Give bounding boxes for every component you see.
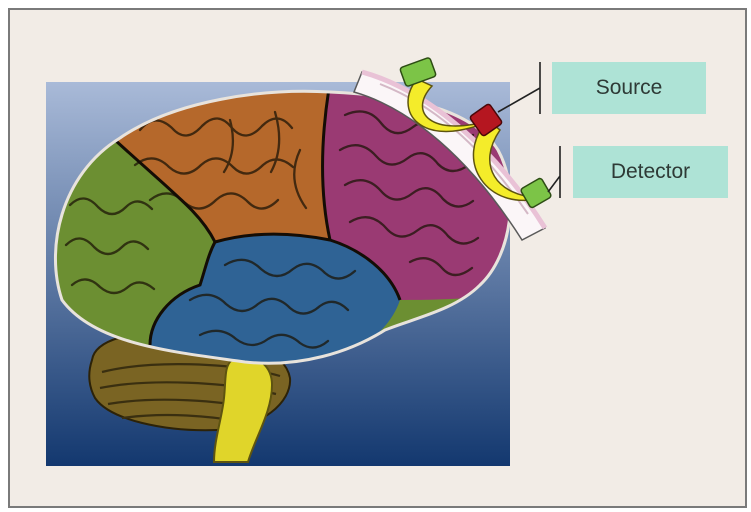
source-label: Source [552, 62, 706, 114]
detector-label: Detector [573, 146, 728, 198]
